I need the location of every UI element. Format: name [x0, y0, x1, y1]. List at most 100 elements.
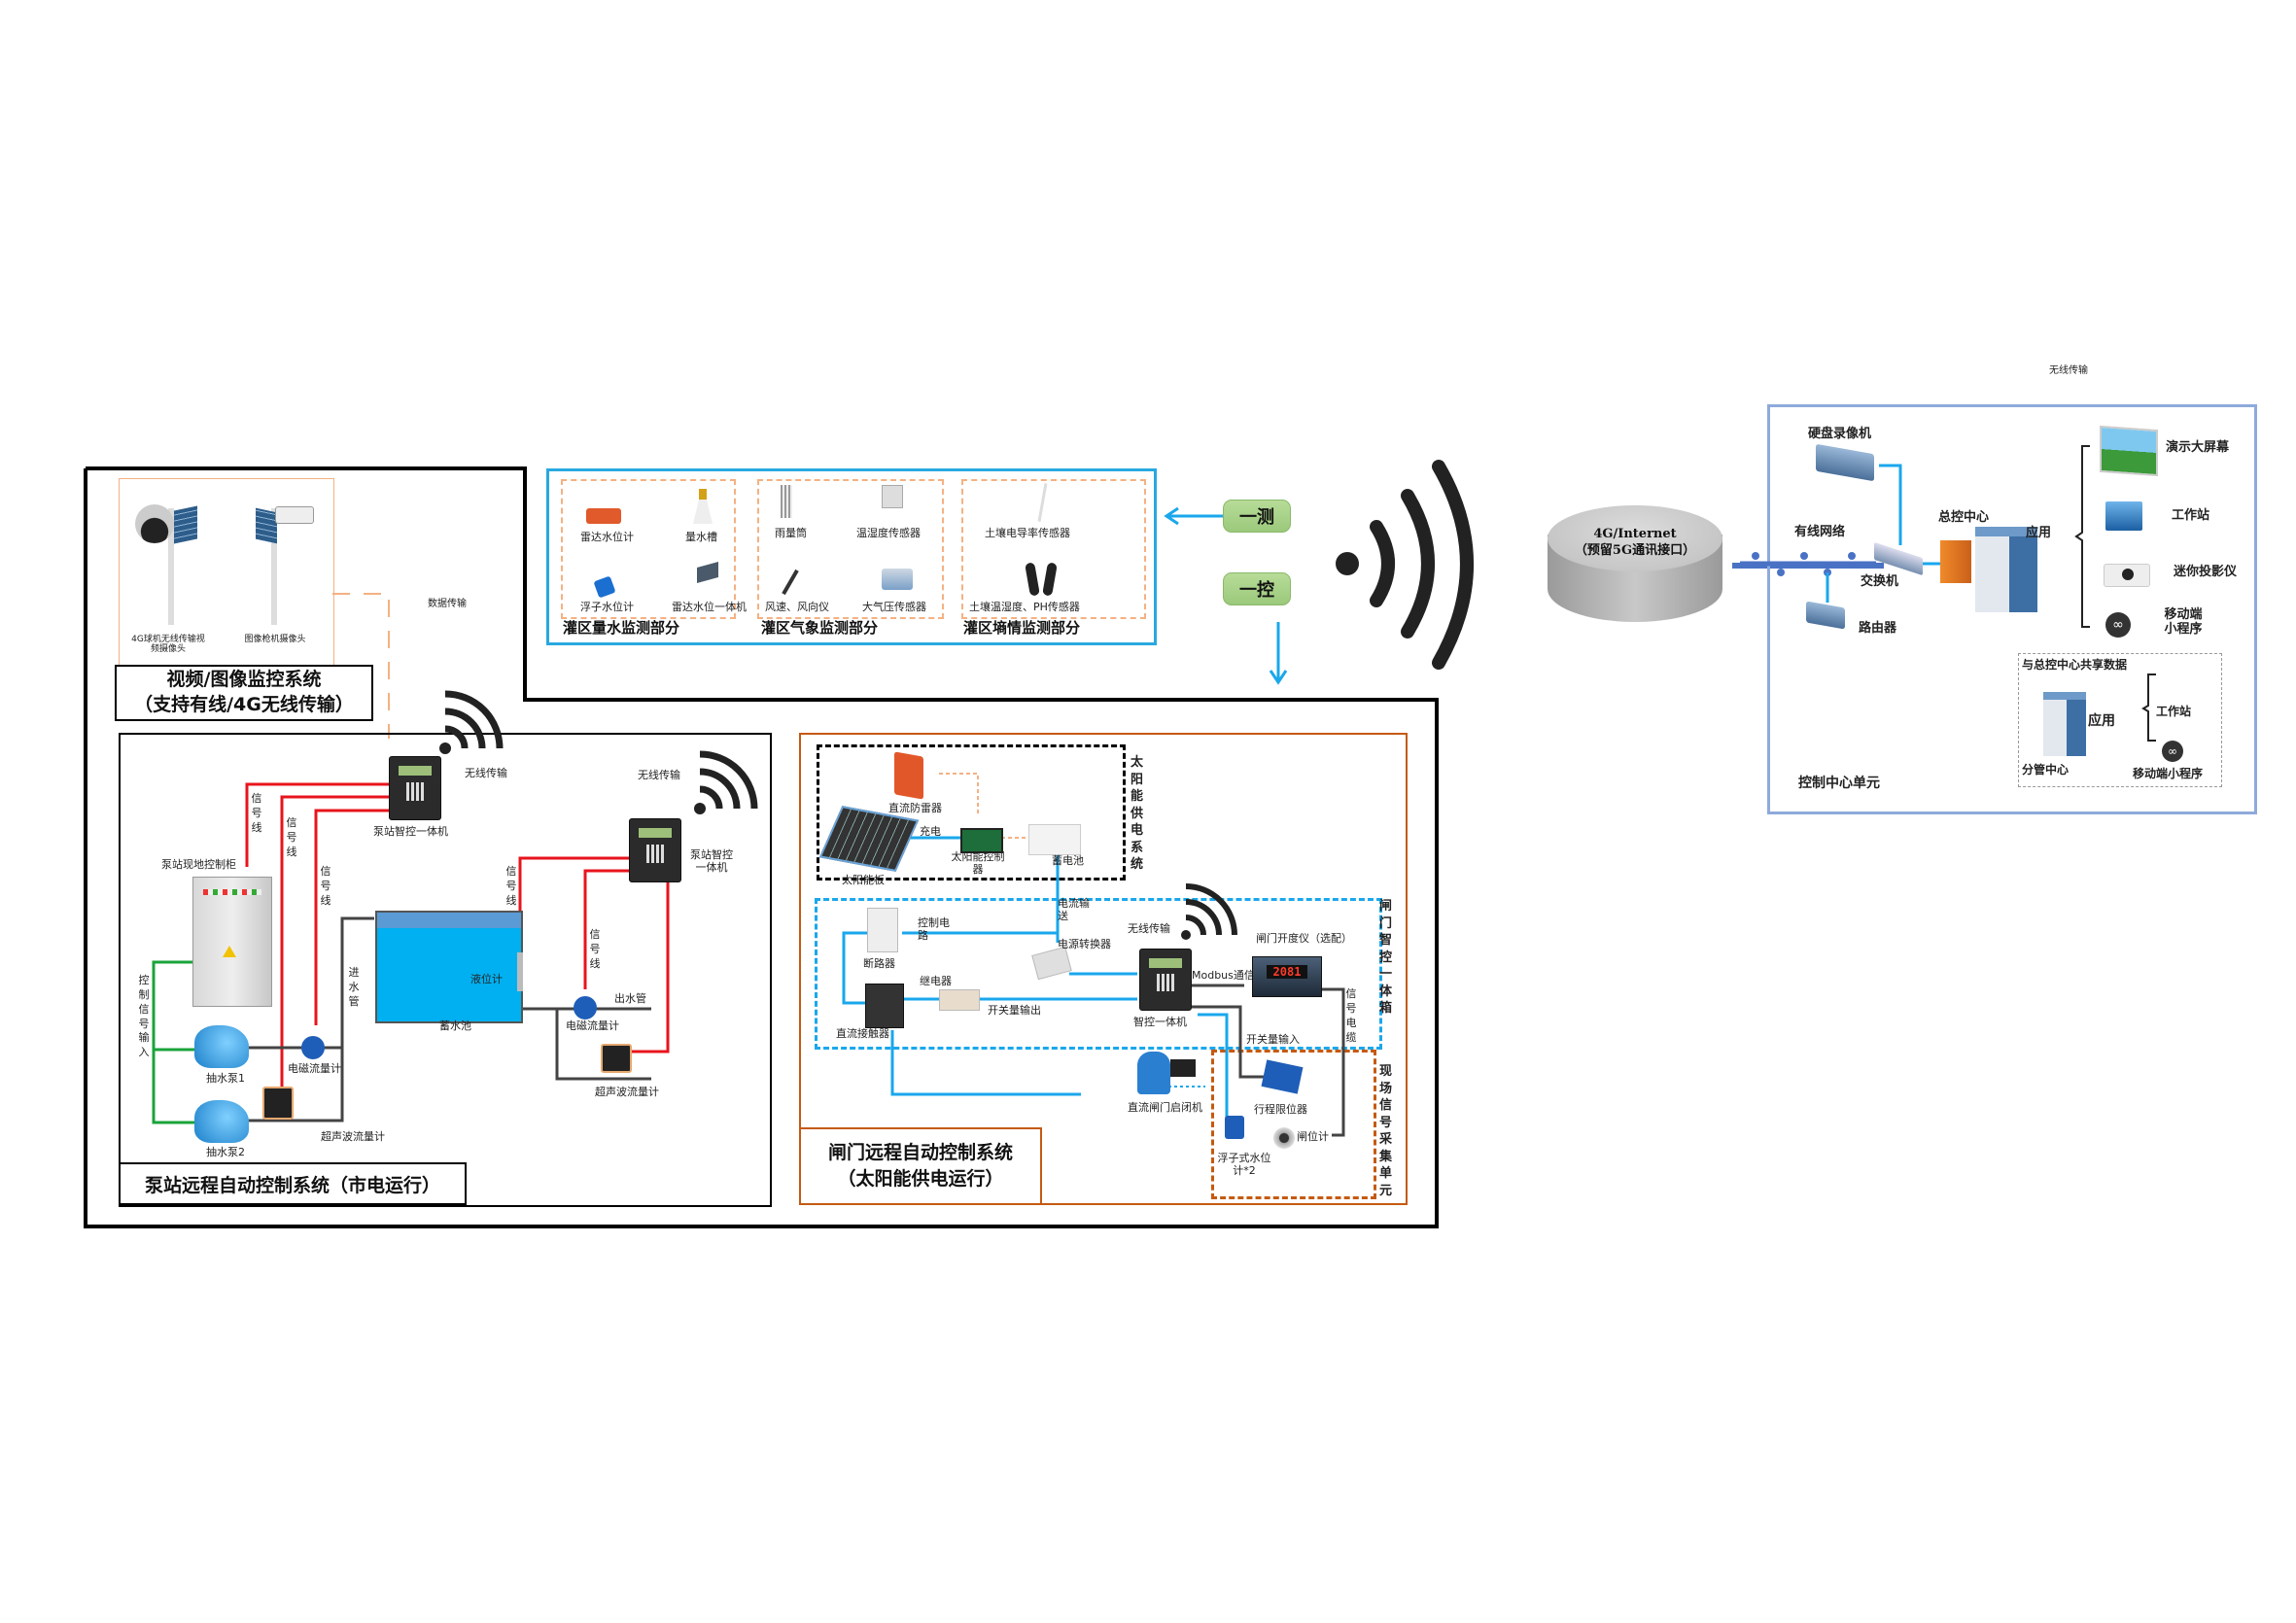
group-title: 灌区墒情监测部分	[963, 619, 1081, 637]
battery-label: 蓄电池	[1052, 854, 1084, 867]
field-unit-box	[1211, 1050, 1376, 1199]
dc-hoist-label: 直流闸门启闭机	[1128, 1101, 1202, 1114]
radar-level-icon	[586, 508, 621, 524]
branch-app-label: 应用	[2088, 713, 2115, 729]
gate-system-title: 闸门远程自动控制系统 （太阳能供电运行）	[799, 1127, 1042, 1205]
sensor-item: 土壤电导率传感器	[985, 527, 1070, 539]
relay-icon	[939, 989, 980, 1011]
ultrasonic-controller-icon	[262, 1087, 294, 1120]
router-label: 路由器	[1859, 621, 1897, 636]
warning-icon	[223, 946, 236, 957]
branch-building-icon	[2043, 692, 2086, 756]
wireless-label: 无线传输	[638, 769, 680, 781]
gate-hoist-icon	[1137, 1052, 1170, 1094]
battery-icon	[1028, 824, 1081, 855]
switch-input-label: 开关量输入	[1246, 1033, 1300, 1046]
control-signal-input-label: 控制信号输入	[138, 974, 150, 1059]
top-wireless-label: 无线传输	[2049, 365, 2088, 376]
mini-program-icon: ∞	[2105, 612, 2131, 638]
float-meter-label: 浮子式水位计*2	[1217, 1152, 1271, 1177]
control-circuit-label: 控制电路	[918, 916, 950, 942]
branch-name: 分管中心	[2022, 763, 2070, 777]
em-flowmeter-label: 电磁流量计	[288, 1062, 341, 1075]
inlet-pipe-label: 进水管	[348, 966, 360, 1008]
server-icon	[1940, 540, 1971, 583]
gate-meter-label: 闸门开度仪（选配）	[1256, 932, 1352, 945]
hq-app-label: 应用	[2026, 526, 2052, 540]
sensor-item: 量水槽	[685, 531, 717, 543]
sensor-item: 风速、风向仪	[765, 601, 829, 613]
gate-controller[interactable]	[1139, 949, 1192, 1011]
pump-controller-1[interactable]	[389, 756, 441, 820]
signal-line-label: 信号线	[320, 865, 331, 907]
wired-network-label: 有线网络	[1794, 525, 1846, 539]
gate-position-label: 闸位计	[1297, 1130, 1329, 1143]
relay-label: 继电器	[920, 975, 952, 987]
em-flowmeter-label: 电磁流量计	[566, 1019, 619, 1032]
control-pill[interactable]: 一控	[1223, 572, 1291, 605]
network-node: 4G/Internet （预留5G通讯接口）	[1548, 505, 1722, 651]
branch-center-box	[2018, 653, 2222, 787]
branch-output-item: 工作站	[2156, 705, 2192, 718]
pump-label: 抽水泵1	[206, 1072, 245, 1085]
output-item: 演示大屏幕	[2166, 440, 2230, 455]
breaker-label: 断路器	[863, 957, 895, 970]
wireless-label: 无线传输	[465, 767, 507, 779]
wireless-signal-icon	[694, 750, 758, 814]
video-title-line2: （支持有线/4G无线传输）	[134, 694, 354, 715]
pump-controller-2[interactable]	[629, 818, 681, 882]
charge-label: 充电	[920, 825, 941, 838]
smart-box	[815, 898, 1382, 1050]
control-cabinet[interactable]	[192, 877, 272, 1007]
float-meter-icon	[1225, 1116, 1244, 1139]
reservoir-label: 蓄水池	[439, 1019, 471, 1032]
solar-panel-label: 太阳能板	[842, 874, 885, 886]
gate-title-line2: （太阳能供电运行）	[837, 1168, 1004, 1190]
signal-line-label: 信号线	[251, 792, 262, 834]
measure-pill[interactable]: 一测	[1223, 500, 1291, 533]
control-center-title: 控制中心单元	[1798, 776, 1880, 791]
pump-label: 抽水泵2	[206, 1146, 245, 1158]
output-item: 工作站	[2172, 508, 2210, 523]
solar-unit-box	[817, 744, 1126, 881]
weather-group: 雨量筒 温湿度传感器 风速、风向仪 大气压传感器	[757, 479, 944, 619]
camera2-label: 图像枪机摄像头	[244, 635, 306, 644]
cloud-line2: （预留5G通讯接口）	[1574, 542, 1696, 558]
solar-controller-icon	[960, 828, 1003, 853]
hq-building-icon	[1975, 527, 2037, 612]
cloud-line1: 4G/Internet	[1593, 527, 1677, 541]
sensor-item: 雷达水位一体机	[672, 601, 747, 613]
projector-icon	[2104, 564, 2150, 587]
dome-camera-icon	[135, 504, 174, 543]
sensor-item: 温湿度传感器	[856, 527, 921, 539]
ultrasonic-flowmeter-label: 超声波流量计	[321, 1130, 385, 1143]
branch-title: 与总控中心共享数据	[2022, 658, 2128, 672]
humidity-sensor-icon	[882, 485, 903, 508]
group-title: 灌区气象监测部分	[761, 619, 879, 637]
signal-line-label: 信号线	[589, 928, 601, 970]
smart-box-title: 闸门智控一体箱	[1378, 899, 1392, 1017]
bullet-camera-icon	[275, 506, 314, 524]
soil-group: 土壤电导率传感器 土壤温湿度、PH传感器	[961, 479, 1146, 619]
gate-system-box	[799, 733, 1408, 1205]
gate-position-icon	[1273, 1127, 1295, 1149]
pump-1[interactable]	[194, 1025, 249, 1068]
limit-switch-label: 行程限位器	[1254, 1103, 1307, 1116]
modbus-label: Modbus通信	[1192, 969, 1255, 982]
pump-2[interactable]	[194, 1100, 249, 1143]
controller-label: 泵站智控一体机	[690, 848, 733, 874]
output-item: 迷你投影仪	[2174, 565, 2238, 579]
pump-system-title: 泵站远程自动控制系统（市电运行）	[119, 1162, 467, 1205]
camera2-pole	[271, 508, 277, 625]
controller-label: 泵站智控一体机	[373, 825, 448, 838]
dc-contactor-icon	[865, 984, 904, 1028]
video-system-title: 视频/图像监控系统 （支持有线/4G无线传输）	[115, 665, 373, 721]
gate-opening-meter: 2081	[1252, 956, 1322, 997]
em-flowmeter-icon	[301, 1036, 325, 1059]
ultrasonic-flowmeter-label: 超声波流量计	[595, 1086, 659, 1098]
sensor-item: 浮子水位计	[580, 601, 634, 613]
wireless-label: 无线传输	[1128, 922, 1170, 935]
